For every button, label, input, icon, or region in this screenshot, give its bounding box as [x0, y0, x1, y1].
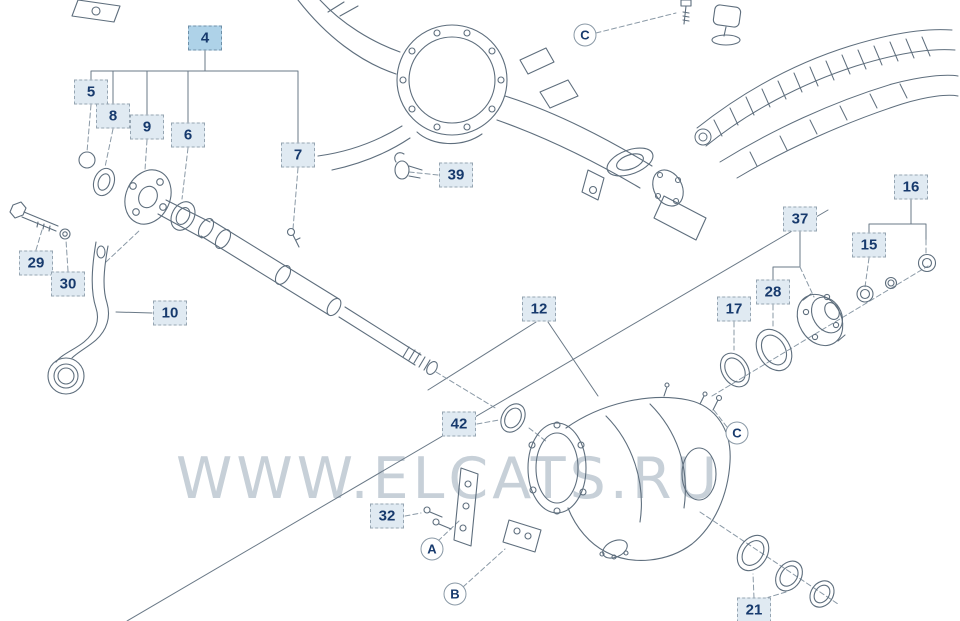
callout-4[interactable]: 4	[188, 25, 222, 51]
callout-15[interactable]: 15	[852, 232, 886, 258]
washer-art	[59, 228, 71, 240]
mounting-bracket-art	[47, 241, 110, 395]
bolt-art	[9, 201, 59, 232]
plate-b-art	[502, 519, 542, 553]
bolts-32-art	[423, 506, 452, 530]
callout-8[interactable]: 8	[96, 103, 130, 129]
leader-lines	[35, 12, 929, 605]
marker-A-2: A	[420, 537, 444, 561]
axle-shaft-art	[197, 217, 438, 375]
frame-rail-art	[694, 29, 959, 179]
snap-ring-art	[78, 151, 96, 169]
ring-15-art	[856, 285, 874, 303]
axle-flange-art	[124, 169, 211, 239]
callout-12[interactable]: 12	[522, 296, 556, 322]
frame-bolt-art	[680, 0, 692, 25]
seal-17-art	[719, 352, 751, 388]
bearing-art	[170, 201, 196, 231]
seal-28-art	[755, 328, 793, 372]
marker-C-1: C	[725, 421, 749, 445]
callout-39[interactable]: 39	[439, 162, 473, 188]
callout-37[interactable]: 37	[783, 206, 817, 232]
callout-9[interactable]: 9	[130, 114, 164, 140]
callout-21[interactable]: 21	[737, 597, 771, 621]
companion-flange-art	[796, 293, 846, 347]
callout-16[interactable]: 16	[894, 174, 928, 200]
watermark: WWW.ELCATS.RU	[176, 446, 722, 512]
corner-bracket-art	[71, 0, 121, 23]
marker-B-3: B	[443, 582, 467, 606]
callout-6[interactable]: 6	[171, 122, 205, 148]
callout-17[interactable]: 17	[717, 296, 751, 322]
callout-42[interactable]: 42	[442, 411, 476, 437]
plate-a-art	[453, 467, 479, 547]
marker-C-0: C	[573, 23, 597, 47]
callout-30[interactable]: 30	[51, 271, 85, 297]
callout-10[interactable]: 10	[153, 300, 187, 326]
callout-29[interactable]: 29	[19, 250, 53, 276]
oil-seal-art	[92, 167, 116, 197]
bump-stop-art	[711, 4, 742, 46]
callout-7[interactable]: 7	[281, 142, 315, 168]
callout-5[interactable]: 5	[74, 79, 108, 105]
rear-axle-housing-art	[297, 0, 707, 241]
o-ring-art	[500, 403, 526, 433]
group-bracket-lines	[90, 50, 927, 621]
nut-16-art	[884, 253, 937, 290]
shaft-bolt-art	[286, 227, 301, 248]
callout-28[interactable]: 28	[756, 279, 790, 305]
breather-plug-art	[394, 152, 423, 180]
callout-32[interactable]: 32	[370, 503, 404, 529]
seal-rings-21-art	[736, 534, 835, 608]
